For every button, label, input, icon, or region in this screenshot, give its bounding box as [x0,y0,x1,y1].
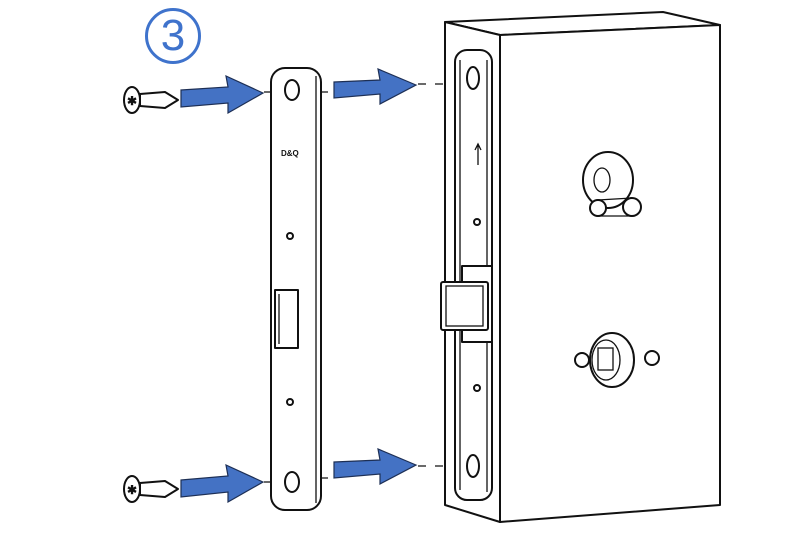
arrow-faceplate-to-lock-bottom [333,448,418,485]
faceplate-logo: D&Q [281,149,299,158]
arrow-screw-to-faceplate-bottom [180,463,265,504]
screw-top: ✱ [123,86,179,114]
arrow-faceplate-to-lock-top [333,68,418,105]
arrow-screw-to-faceplate-top [180,74,265,115]
mortise-lock-body [440,11,721,523]
spindle-hole [574,332,660,388]
svg-text:✱: ✱ [127,483,137,497]
screw-bottom: ✱ [123,475,179,503]
strike-faceplate: D&Q [270,67,322,511]
step-number-badge: 3 [145,8,201,64]
cylinder-hole [582,151,642,217]
svg-text:✱: ✱ [127,94,137,108]
